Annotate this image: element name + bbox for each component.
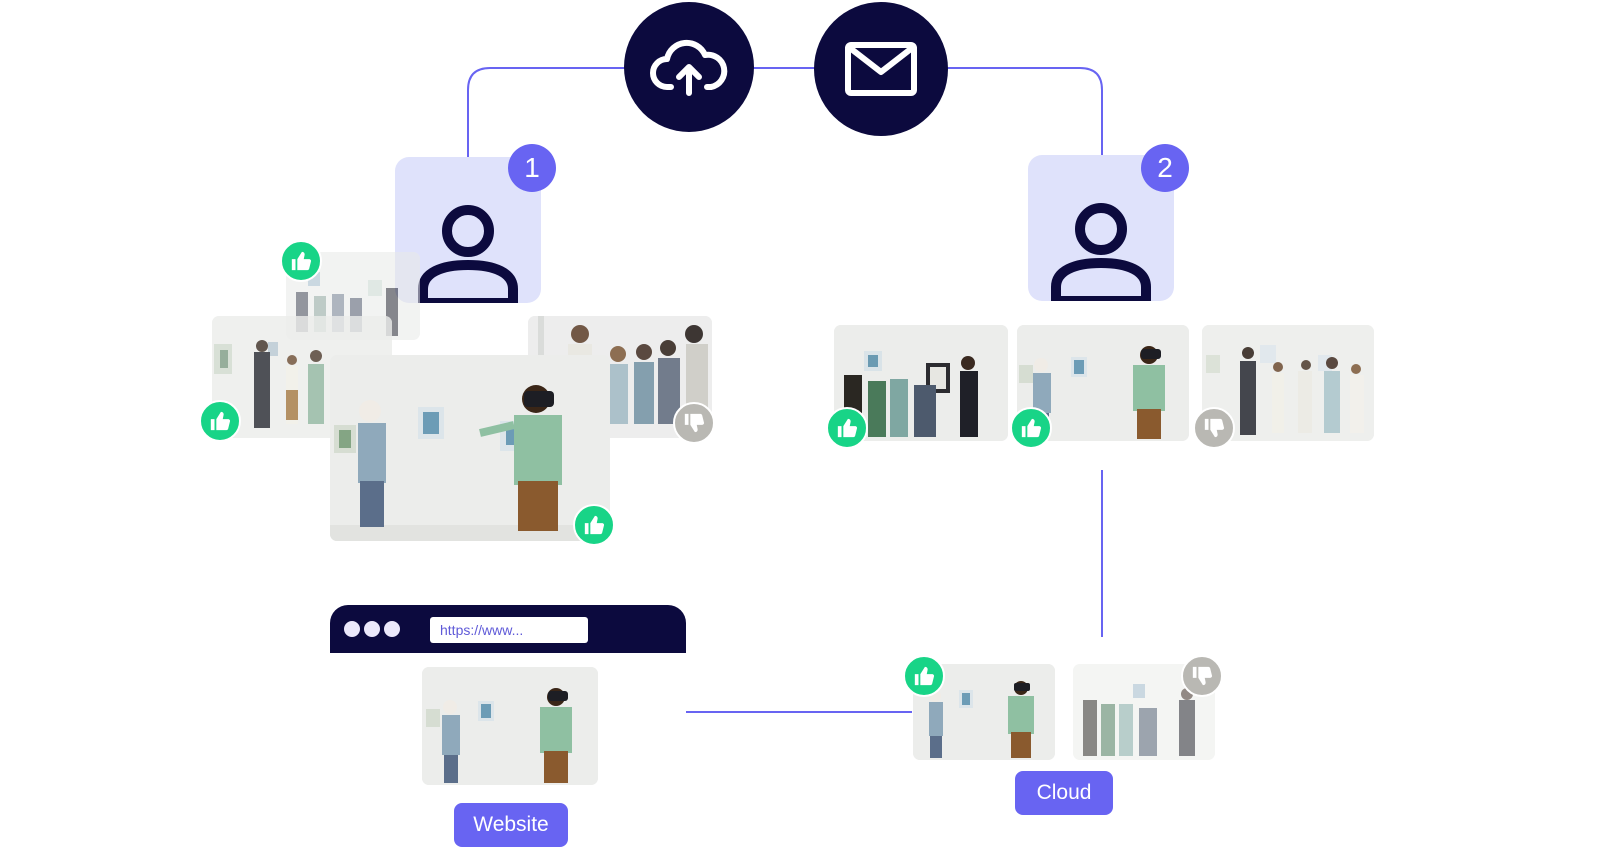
like-badge[interactable] — [573, 504, 615, 546]
like-badge[interactable] — [826, 407, 868, 449]
like-badge[interactable] — [903, 655, 945, 697]
thumbs-up-icon — [210, 411, 231, 431]
photo-cloud-vr[interactable] — [913, 664, 1055, 760]
thumbs-up-icon — [1021, 418, 1042, 438]
cloud-label[interactable]: Cloud — [1015, 771, 1113, 815]
step-badge-2: 2 — [1141, 144, 1189, 192]
browser-bar: https://www... — [330, 605, 686, 653]
thumbs-up-icon — [291, 251, 312, 271]
website-label[interactable]: Website — [454, 803, 568, 847]
dislike-badge[interactable] — [1193, 407, 1235, 449]
mail-icon — [845, 42, 917, 96]
dislike-badge[interactable] — [673, 402, 715, 444]
step-badge-1: 1 — [508, 144, 556, 192]
thumbs-down-icon — [1192, 666, 1213, 686]
window-dot — [364, 621, 380, 637]
photo-cloud-class[interactable] — [1073, 664, 1215, 760]
thumbs-up-icon — [584, 515, 605, 535]
mail-button[interactable] — [814, 2, 948, 136]
dislike-badge[interactable] — [1181, 655, 1223, 697]
thumbs-down-icon — [684, 413, 705, 433]
photo-website-preview[interactable] — [422, 667, 598, 785]
cloud-upload-button[interactable] — [624, 2, 754, 132]
photo-class-teacher[interactable] — [212, 316, 392, 438]
user-icon — [1051, 203, 1151, 301]
like-badge[interactable] — [1010, 407, 1052, 449]
user-icon — [418, 205, 518, 303]
like-badge[interactable] — [280, 240, 322, 282]
cloud-upload-icon — [650, 39, 728, 96]
window-dot — [384, 621, 400, 637]
thumbs-up-icon — [914, 666, 935, 686]
thumbs-down-icon — [1204, 418, 1225, 438]
thumbs-up-icon — [837, 418, 858, 438]
window-dot — [344, 621, 360, 637]
photo-vr-main[interactable] — [330, 355, 610, 541]
like-badge[interactable] — [199, 400, 241, 442]
url-field[interactable]: https://www... — [430, 617, 588, 643]
